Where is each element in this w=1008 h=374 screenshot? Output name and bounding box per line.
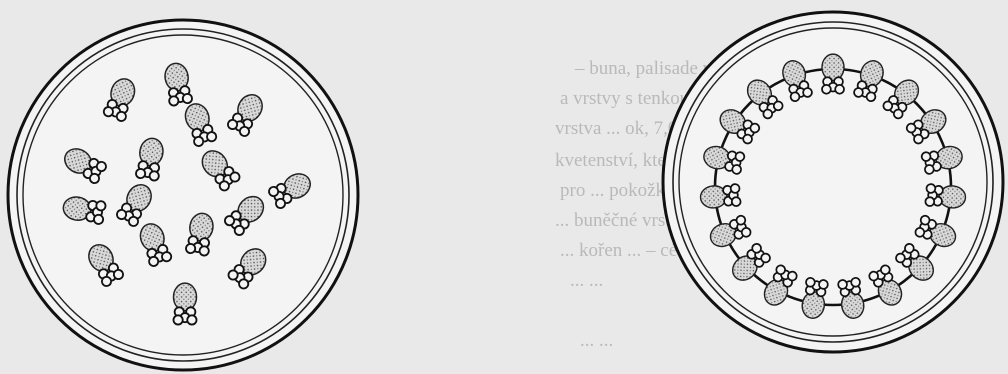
vascular-bundle — [822, 54, 844, 94]
vascular-bundle — [700, 184, 741, 209]
vascular-bundle — [925, 184, 966, 209]
left-stem-section — [8, 20, 358, 370]
right-stem-section — [663, 12, 1003, 352]
vascular-bundle — [174, 283, 197, 324]
